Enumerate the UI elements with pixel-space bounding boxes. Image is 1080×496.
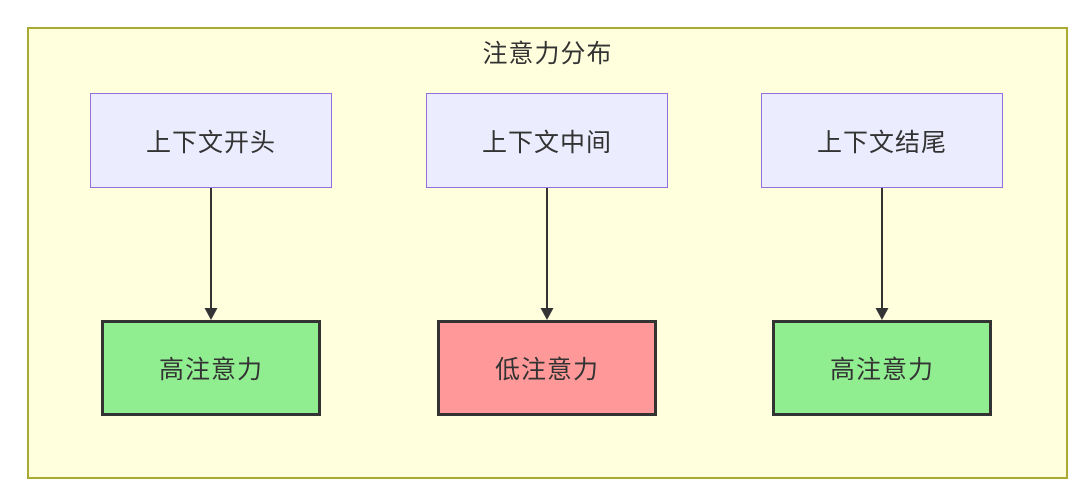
node-label: 上下文中间 bbox=[481, 128, 612, 157]
node-context-middle: 上下文中间 bbox=[426, 93, 668, 188]
node-high-attention-begin: 高注意力 bbox=[101, 320, 321, 416]
node-label: 高注意力 bbox=[158, 356, 263, 384]
node-context-begin: 上下文开头 bbox=[90, 93, 332, 188]
node-low-attention-middle: 低注意力 bbox=[437, 320, 657, 416]
node-high-attention-end: 高注意力 bbox=[772, 320, 992, 416]
node-label: 低注意力 bbox=[494, 356, 599, 384]
node-label: 上下文结尾 bbox=[816, 128, 947, 157]
node-label: 高注意力 bbox=[829, 356, 934, 384]
diagram-title: 注意力分布 bbox=[482, 40, 613, 68]
node-context-end: 上下文结尾 bbox=[761, 93, 1003, 188]
node-label: 上下文开头 bbox=[145, 128, 276, 157]
